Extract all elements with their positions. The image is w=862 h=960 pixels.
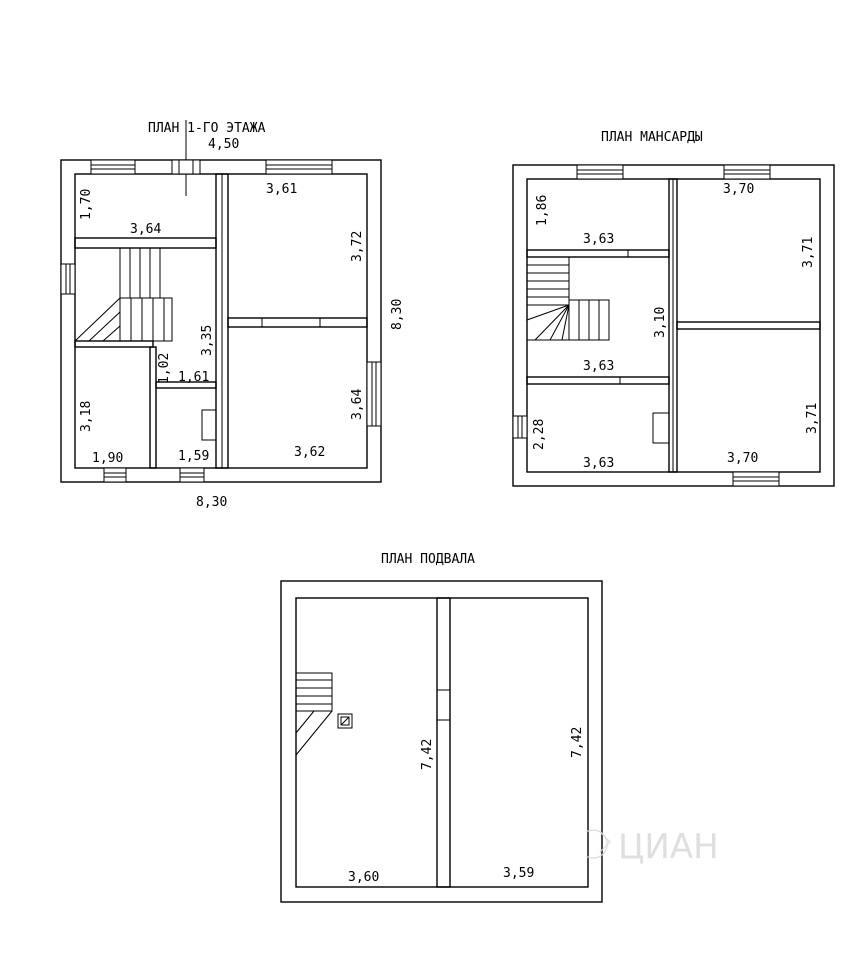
dim-room-br-height: 3,64 [350,389,365,420]
basement-vent [337,713,353,729]
first-floor-partition-bath [155,381,217,389]
dim-hall-height: 1,70 [79,189,94,220]
attic-partition-bottom [526,376,670,385]
first-floor-partition-closet [149,346,157,469]
basement-stairs [295,672,333,756]
dim-room-tr-height: 3,72 [350,231,365,262]
first-floor-outer-wall [60,159,382,483]
attic-dim-br-width: 3,70 [727,451,758,466]
watermark: ЦИАН [585,827,719,867]
attic-plan: ПЛАН МАНСАРДЫ [512,130,835,487]
attic-window-top-right [723,164,771,180]
attic-dim-tl-height: 1,86 [535,195,550,226]
dim-hall-width: 3,64 [130,222,161,237]
door-entrance [171,159,201,175]
attic-dim-stair-height: 3,10 [653,307,668,338]
basement-plan: ПЛАН ПОДВАЛА 7,42 7,42 3,60 3,59 ЦИАН [280,552,719,903]
first-floor-stairs [74,247,173,342]
first-floor-partition-right [227,317,368,328]
dim-bath-width: 1,59 [178,449,209,464]
attic-chimney [652,412,670,444]
watermark-text: ЦИАН [618,827,719,867]
attic-stairs [526,256,610,341]
dim-closet-width: 1,61 [178,370,209,385]
basement-inner-wall [295,597,589,888]
attic-window-bottom [732,471,780,487]
first-floor-dim-top-overall: 4,50 [208,137,239,152]
window-bottom-left [103,467,127,483]
basement-dim-right-height: 7,42 [570,727,585,758]
attic-dim-br-height: 3,71 [805,403,820,434]
first-floor-partition-hall [74,237,217,249]
window-top-right [265,159,333,175]
attic-dim-stair-width: 3,63 [583,359,614,374]
dim-closet-height: 1,02 [157,353,172,384]
attic-window-left [512,415,528,439]
first-floor-stove [201,409,217,441]
attic-dim-tr-height: 3,71 [801,237,816,268]
attic-partition-top [526,249,670,258]
first-floor-plan: ПЛАН 1-ГО ЭТАЖА 4,50 [60,120,405,510]
basement-dim-left-width: 3,60 [348,870,379,885]
attic-partition-right [676,321,821,330]
basement-dim-left-height: 7,42 [420,739,435,770]
attic-title: ПЛАН МАНСАРДЫ [601,130,703,145]
basement-dim-right-width: 3,59 [503,866,534,881]
first-floor-inner-wall [74,173,368,469]
first-floor-partition-left [74,340,154,348]
window-left [60,263,76,295]
dim-room-bl-width: 1,90 [92,451,123,466]
attic-dim-bl-width: 3,63 [583,456,614,471]
window-bottom-mid [179,467,205,483]
dim-room-tr-width: 3,61 [266,182,297,197]
dim-room-br-width: 3,62 [294,445,325,460]
dim-bottom-overall: 8,30 [196,495,227,510]
window-top-left [90,159,136,175]
dim-room-bl-height: 3,18 [79,401,94,432]
first-floor-title: ПЛАН 1-ГО ЭТАЖА [148,121,266,136]
dim-stair-zone-height: 3,35 [200,325,215,356]
basement-title: ПЛАН ПОДВАЛА [381,552,475,567]
attic-dim-bl-height: 2,28 [532,419,547,450]
window-right [366,361,382,427]
attic-window-top-left [576,164,624,180]
attic-dim-tr-width: 3,70 [723,182,754,197]
attic-dim-tl-width: 3,63 [583,232,614,247]
basement-outer-wall [280,580,603,903]
attic-outer-wall [512,164,835,487]
dim-right-overall: 8,30 [390,299,405,330]
basement-partition [436,597,451,888]
